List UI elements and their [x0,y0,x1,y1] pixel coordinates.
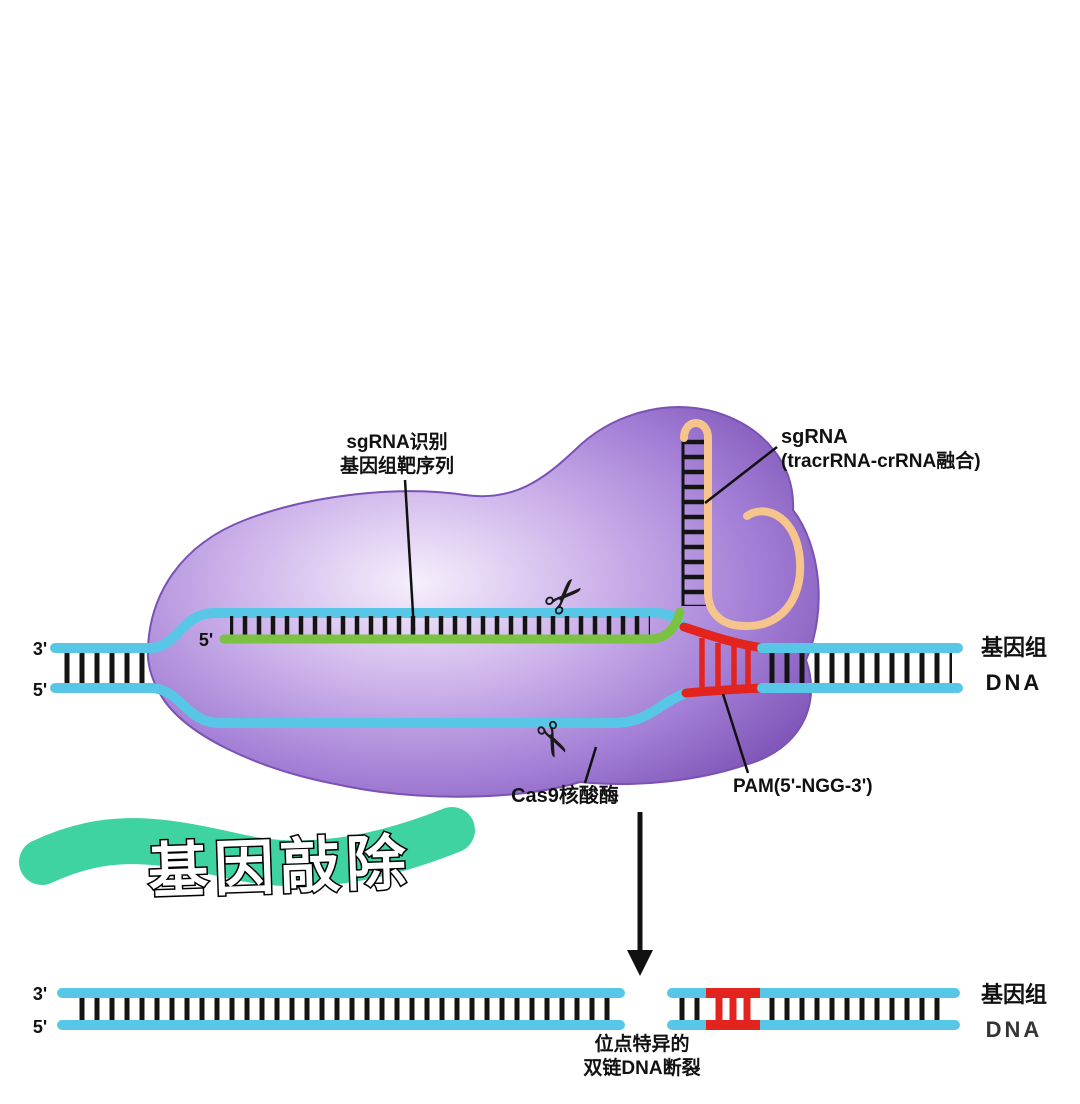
cleaved-dna-right [667,988,960,1030]
cleaved-end-5prime: 5' [33,1017,47,1037]
label-genome-line2: DNA [986,670,1043,695]
label-dsb-line1: 位点特异的 [594,1032,689,1055]
dna-right-rungs [768,651,952,685]
dna-left-rungs [58,651,150,685]
cleaved-right-rungs-b [766,996,948,1022]
pointer-sgrna [704,446,778,504]
pam-bottom-strand [681,683,769,698]
sgrna-hairpin [680,419,805,631]
pointer-sgrna-target [403,479,416,631]
tracrrna-strand [680,419,805,631]
dna-bottom-strand-open [147,683,691,728]
pam-segment [706,988,760,1030]
label-genome-line1: 基因组 [981,635,1047,660]
cleaved-dna-left [57,988,625,1030]
down-arrow [627,812,653,976]
dna-end-3prime: 3' [33,639,47,659]
bottom-label-genome-line2: DNA [986,1017,1043,1042]
pointer-pam [721,693,750,774]
cas9-protein-blob [146,406,820,798]
label-sgrna-target-line2: 基因组靶序列 [339,454,454,477]
sgrna-spacer-strand [219,607,685,644]
genomic-dna-top [50,607,963,728]
cleaved-end-3prime: 3' [33,984,47,1004]
pam-region [679,622,769,698]
sgrna-end-5prime: 5' [199,630,213,650]
pointer-cas9 [583,746,598,784]
down-arrow-head [627,950,653,976]
dna-end-5prime: 5' [33,680,47,700]
label-sgrna-line2: (tracrRNA-crRNA融合) [781,449,981,472]
label-cas9: Cas9核酸酶 [511,783,619,807]
cleaved-left-rungs [70,996,614,1022]
banner-title: 基因敲除 [147,829,413,905]
banner-brush-stroke [19,807,475,887]
rna-dna-hybrid-rungs [230,616,650,638]
label-sgrna-line1: sgRNA [781,426,848,448]
label-pam: PAM(5'-NGG-3') [733,776,873,797]
label-dsb-line2: 双链DNA断裂 [583,1056,700,1079]
pam-top-strand [679,622,769,653]
cleaved-right-rungs-a [678,996,706,1022]
label-sgrna-target-line1: sgRNA识别 [346,431,447,453]
bottom-label-genome-line1: 基因组 [981,982,1047,1007]
